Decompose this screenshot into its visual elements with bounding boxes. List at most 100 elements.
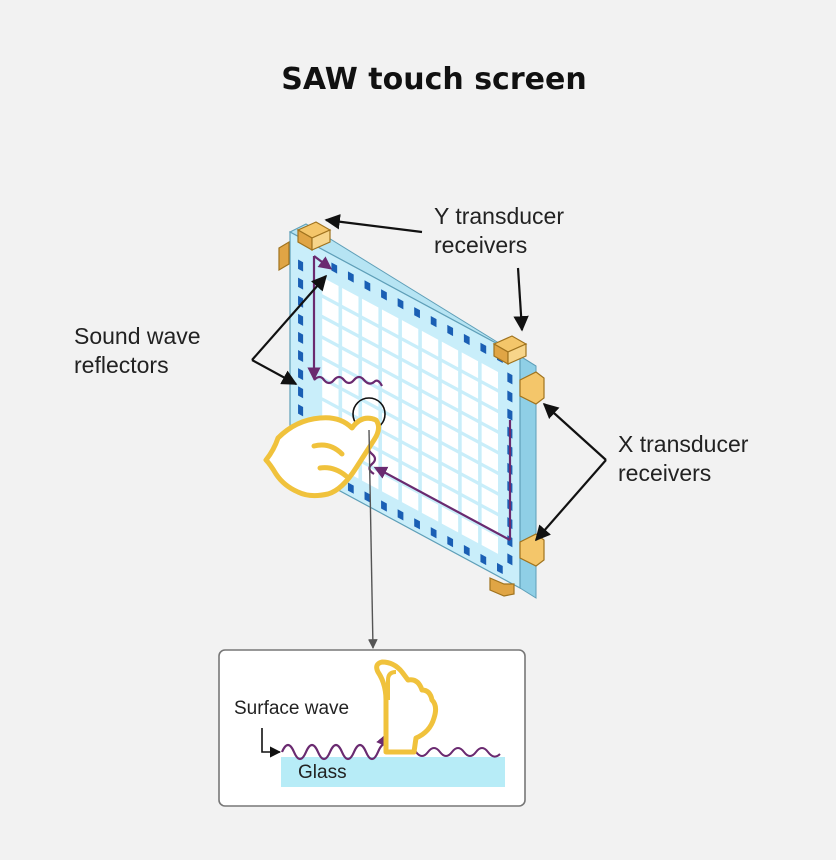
reflector-mark [507,408,513,421]
reflector-mark [430,527,437,539]
reflector-mark [298,331,304,344]
grid-cell [441,362,459,389]
grid-cell [481,507,499,534]
grid-cell [461,352,479,379]
grid-cell [401,402,419,429]
grid-cell [401,340,419,367]
reflector-mark [364,280,371,292]
grid-cell [441,506,459,533]
grid-cell [481,486,499,513]
reflector-mark [347,271,354,283]
grid-cell [441,341,459,368]
x-transducer-label-line-1: X transducer [618,431,749,457]
grid-cell [401,443,419,470]
reflector-mark [447,324,454,337]
grid-cell [461,496,479,523]
grid-cell [382,350,399,377]
callout-arrows [251,214,607,649]
reflector-mark [298,350,304,363]
grid-cell [461,517,479,544]
grid-cell [401,361,419,388]
page-title: SAW touch screen [281,62,587,97]
grid-cell [401,320,419,346]
reflector-mark [298,386,304,399]
grid-cell [322,297,339,324]
reflectors-label-line-1: Sound wave [74,323,201,349]
reflectors-label: Sound wave reflectors [74,322,201,380]
grid-cell [382,474,399,501]
transducer-top-left [296,221,332,252]
reflector-mark [397,298,404,310]
grid-cell [461,476,479,502]
grid-cell [441,465,459,492]
grid-cell [362,360,379,387]
reflector-mark [381,500,387,512]
grid-cell [401,382,419,408]
grid-cell [322,380,339,407]
reflector-mark [480,553,487,566]
reflector-mark [463,544,470,557]
reflector-mark [397,509,404,521]
grid-cell [441,403,459,430]
reflector-mark [497,562,503,575]
reflector-mark [298,313,304,326]
grid-cell [362,381,379,407]
reflector-mark [507,553,513,566]
transducers [278,221,545,597]
reflector-mark [298,368,304,381]
grid-cell [461,455,479,482]
grid-cell [382,453,399,480]
grid-cell [342,349,359,376]
reflector-mark [414,307,420,319]
grid-cell [401,464,419,491]
grid-cell [461,414,479,441]
transducer-right-upper [519,371,545,405]
grid-cell [441,382,459,409]
grid-cell [441,486,459,512]
grid-cell [382,330,399,356]
grid-cell [401,423,419,450]
reflector-array [298,259,513,575]
reflector-mark [298,259,304,272]
grid-cell [421,330,439,357]
transducer-bottom [489,577,515,597]
grid-cell [481,528,499,554]
surface-wave-label: Surface wave [234,698,350,719]
grid-cell [421,392,439,419]
grid-cell [461,373,479,399]
grid-cell [362,298,379,325]
grid-cell [362,319,379,346]
grid-cell [342,329,359,355]
grid-cell [362,339,379,366]
y-transducer-label: Y transducer receivers [434,202,564,260]
glass-strip [281,757,505,787]
surface-wave-right [403,747,501,758]
reflector-mark [430,316,437,328]
reflector-mark [331,262,338,274]
reflectors-label-line-2: reflectors [74,352,169,378]
reflector-mark [381,289,387,301]
grid-cell [441,424,459,450]
glass-label: Glass [298,762,347,783]
grid-cell [461,393,479,420]
x-transducer-label-line-2: receivers [618,460,712,486]
grid-cell [421,413,439,440]
reflector-mark [463,333,470,346]
grid-cell [322,318,339,345]
grid-cell [421,372,439,398]
grid-cell [461,434,479,461]
grid-cell [421,351,439,378]
y-transducer-label-line-1: Y transducer [434,203,564,229]
grid-cell [342,287,359,314]
grid-cell [401,485,419,511]
hand-icon [263,415,382,499]
grid-cell [421,434,439,460]
reflector-mark [447,536,454,548]
grid-cell [382,371,399,398]
reflector-mark [298,404,304,417]
inset-box [218,649,526,807]
grid-cell [481,445,499,472]
grid-cell [382,412,399,439]
grid-cell [421,454,439,481]
